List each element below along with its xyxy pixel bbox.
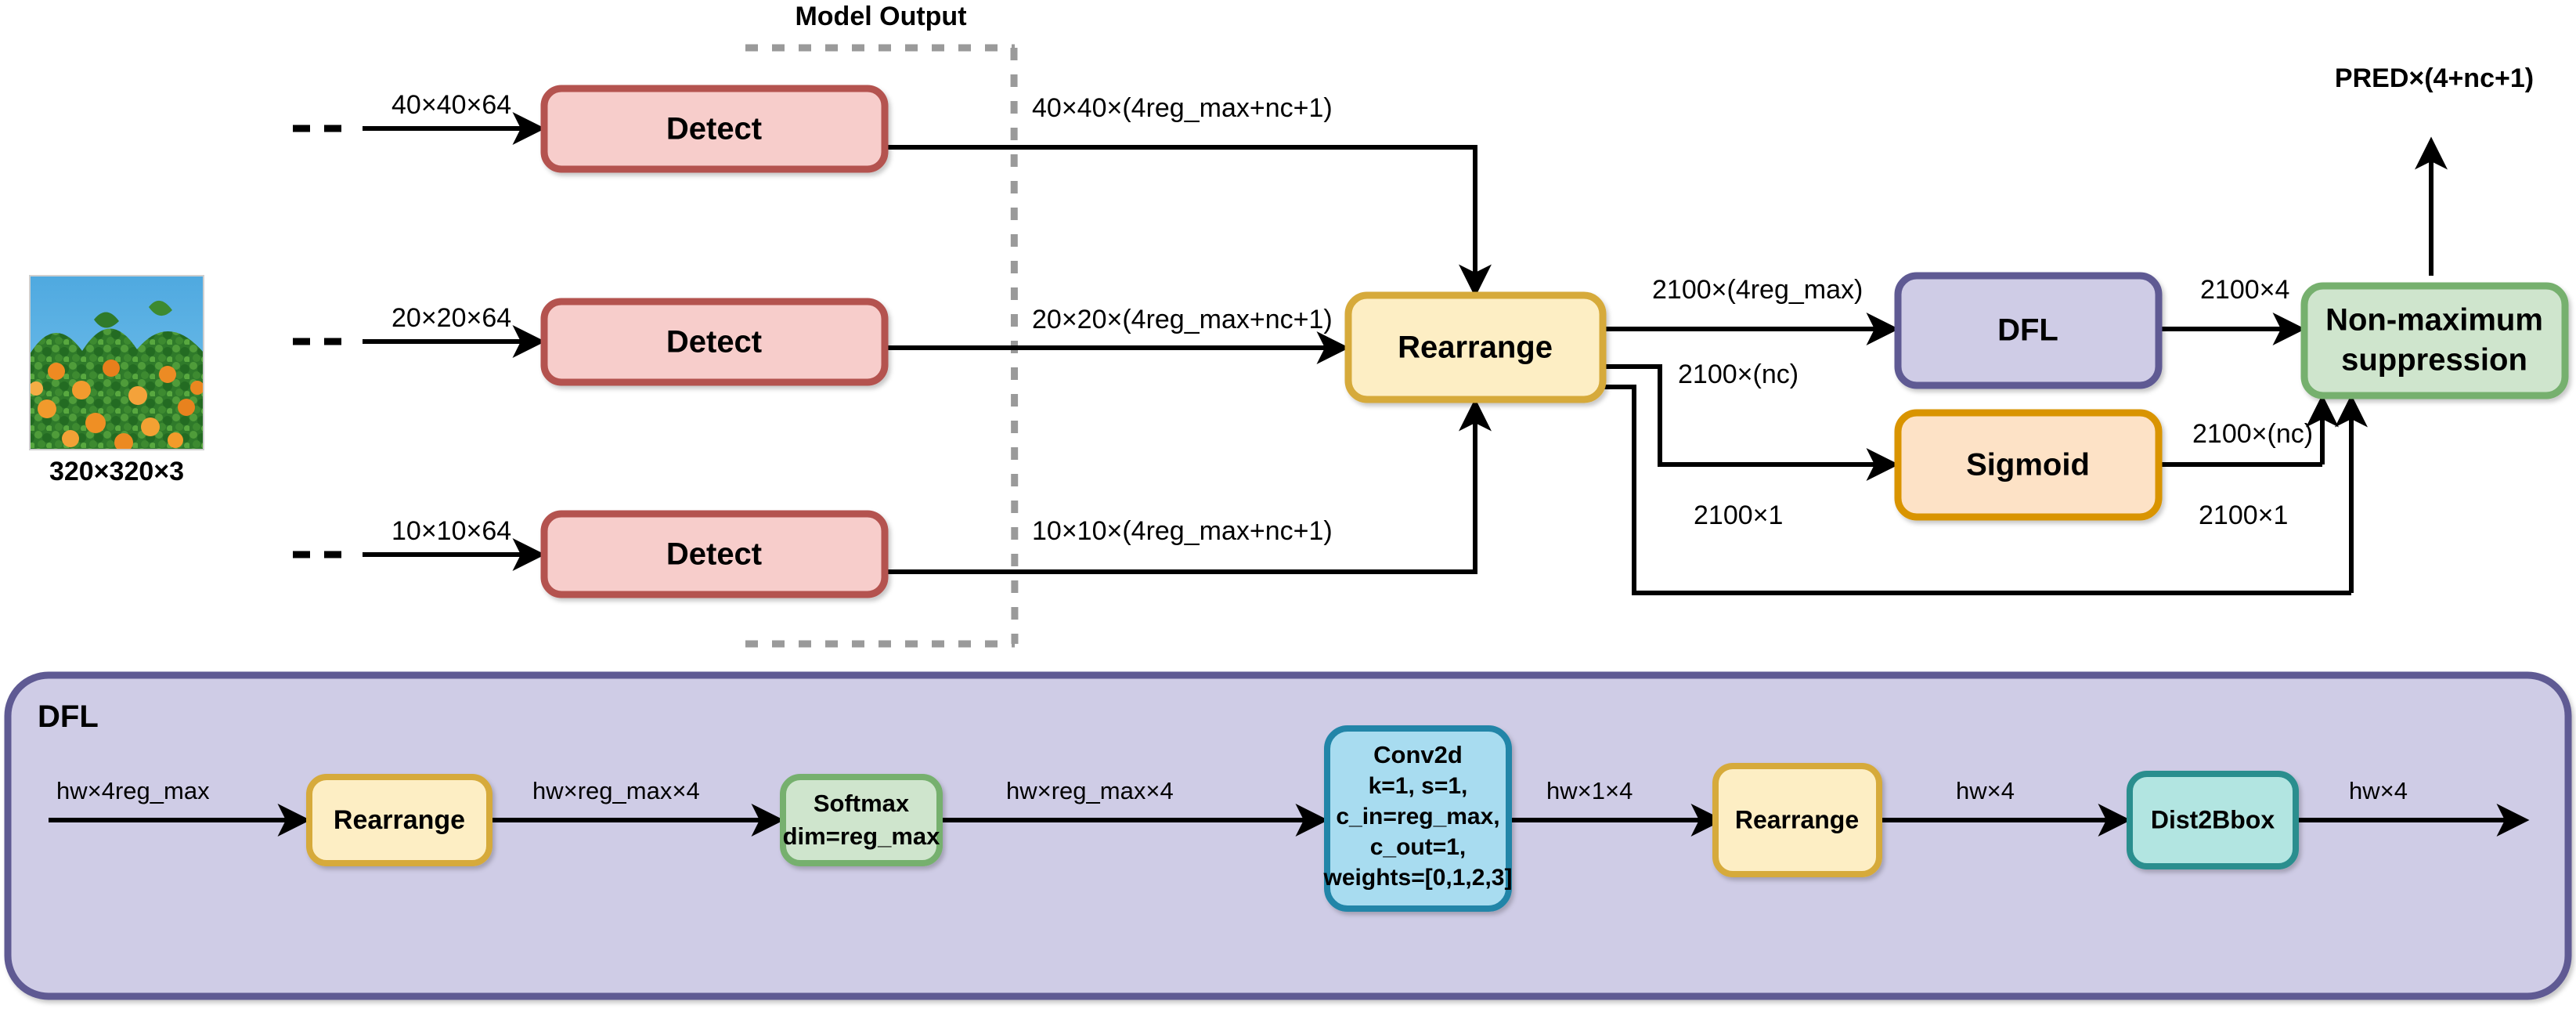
dfl-block[interactable]: DFL: [1894, 272, 2163, 389]
dfl-edge-label-3: hw×1×4: [1546, 777, 1633, 804]
dfl-rearrange-2-label: Rearrange: [1735, 805, 1859, 833]
dfl-dist2bbox-block[interactable]: Dist2Bbox: [2127, 771, 2299, 869]
edge-label-out-p3: 40×40×(4reg_max+nc+1): [1032, 93, 1333, 123]
edge-label-in-p5: 10×10×64: [391, 516, 511, 546]
edge-label-rearrange-to-sigmoid: 2100×(nc): [1678, 360, 1799, 389]
dfl-edge-label-1: hw×reg_max×4: [532, 777, 700, 804]
wires-input-to-detect: [363, 112, 546, 571]
edge-label-bypass-to-nms: 2100×1: [2199, 501, 2288, 530]
edge-label-out-p5: 10×10×(4reg_max+nc+1): [1032, 516, 1333, 546]
detect-block-p4-label: Detect: [666, 325, 762, 360]
dfl-edge-label-output: hw×4: [2349, 777, 2408, 804]
dfl-group-panel: [4, 671, 2572, 1000]
edge-label-sigmoid-to-nms: 2100×(nc): [2192, 419, 2313, 449]
sigmoid-block-label: Sigmoid: [1966, 448, 2090, 483]
nms-block-label-line1: Non-maximum: [2325, 303, 2543, 338]
detect-block-p5-label: Detect: [666, 537, 762, 572]
dfl-edge-label-2: hw×reg_max×4: [1006, 777, 1174, 804]
final-output-label: PRED×(4+nc+1): [2335, 63, 2534, 93]
detect-block-p5[interactable]: Detect: [540, 510, 889, 598]
dfl-conv2d-label-line1: Conv2d: [1373, 741, 1463, 768]
wires-detect-to-rearrange: [885, 145, 1492, 574]
dfl-conv2d-label-line3: c_in=reg_max,: [1336, 804, 1499, 829]
dfl-softmax-block[interactable]: Softmax dim=reg_max: [780, 774, 943, 866]
dfl-panel-title: DFL: [38, 699, 99, 734]
edge-label-out-p4: 20×20×(4reg_max+nc+1): [1032, 305, 1333, 334]
dfl-rearrange-1-block[interactable]: Rearrange: [306, 774, 492, 866]
rearrange-block-label: Rearrange: [1398, 331, 1553, 365]
dfl-conv2d-label-line4: c_out=1,: [1370, 834, 1467, 860]
detect-block-p3-label: Detect: [666, 112, 762, 146]
wires-rearrange-outputs: [1603, 313, 2368, 595]
edge-label-in-p3: 40×40×64: [391, 90, 511, 120]
dfl-block-label: DFL: [1997, 313, 2058, 348]
dfl-rearrange-1-label: Rearrange: [334, 805, 465, 835]
dfl-edge-label-input: hw×4reg_max: [56, 777, 210, 804]
edge-label-rearrange-to-nms: 2100×1: [1694, 501, 1783, 530]
dfl-conv2d-label-line2: k=1, s=1,: [1369, 773, 1468, 799]
dfl-conv2d-label-line5: weights=[0,1,2,3]: [1323, 865, 1513, 891]
rearrange-block[interactable]: Rearrange: [1344, 291, 1607, 403]
wires-sigmoid-to-nms: [2159, 394, 2339, 467]
dfl-softmax-label-line1: Softmax: [814, 790, 910, 817]
edge-label-in-p4: 20×20×64: [391, 303, 511, 333]
edge-label-rearrange-to-dfl: 2100×(4reg_max): [1652, 275, 1863, 305]
input-image-caption: 320×320×3: [49, 457, 184, 486]
input-dashed-stubs: [293, 125, 345, 558]
dfl-softmax-label-line2: dim=reg_max: [783, 822, 941, 850]
edge-label-dfl-to-nms: 2100×4: [2200, 275, 2289, 305]
orange-orchard-photo: [29, 275, 204, 450]
dfl-conv2d-block[interactable]: Conv2d k=1, s=1, c_in=reg_max, c_out=1, …: [1323, 725, 1513, 912]
detect-block-p4[interactable]: Detect: [540, 298, 889, 386]
detect-block-p3[interactable]: Detect: [540, 85, 889, 173]
dfl-rearrange-2-block[interactable]: Rearrange: [1712, 763, 1882, 877]
dfl-dist2bbox-label: Dist2Bbox: [2151, 805, 2275, 833]
nms-block-label-line2: suppression: [2341, 343, 2527, 378]
model-output-label: Model Output: [795, 2, 966, 31]
sigmoid-block[interactable]: Sigmoid: [1894, 409, 2163, 521]
dfl-edge-label-4: hw×4: [1956, 777, 2015, 804]
non-maximum-suppression-block[interactable]: Non-maximum suppression: [2300, 282, 2569, 399]
